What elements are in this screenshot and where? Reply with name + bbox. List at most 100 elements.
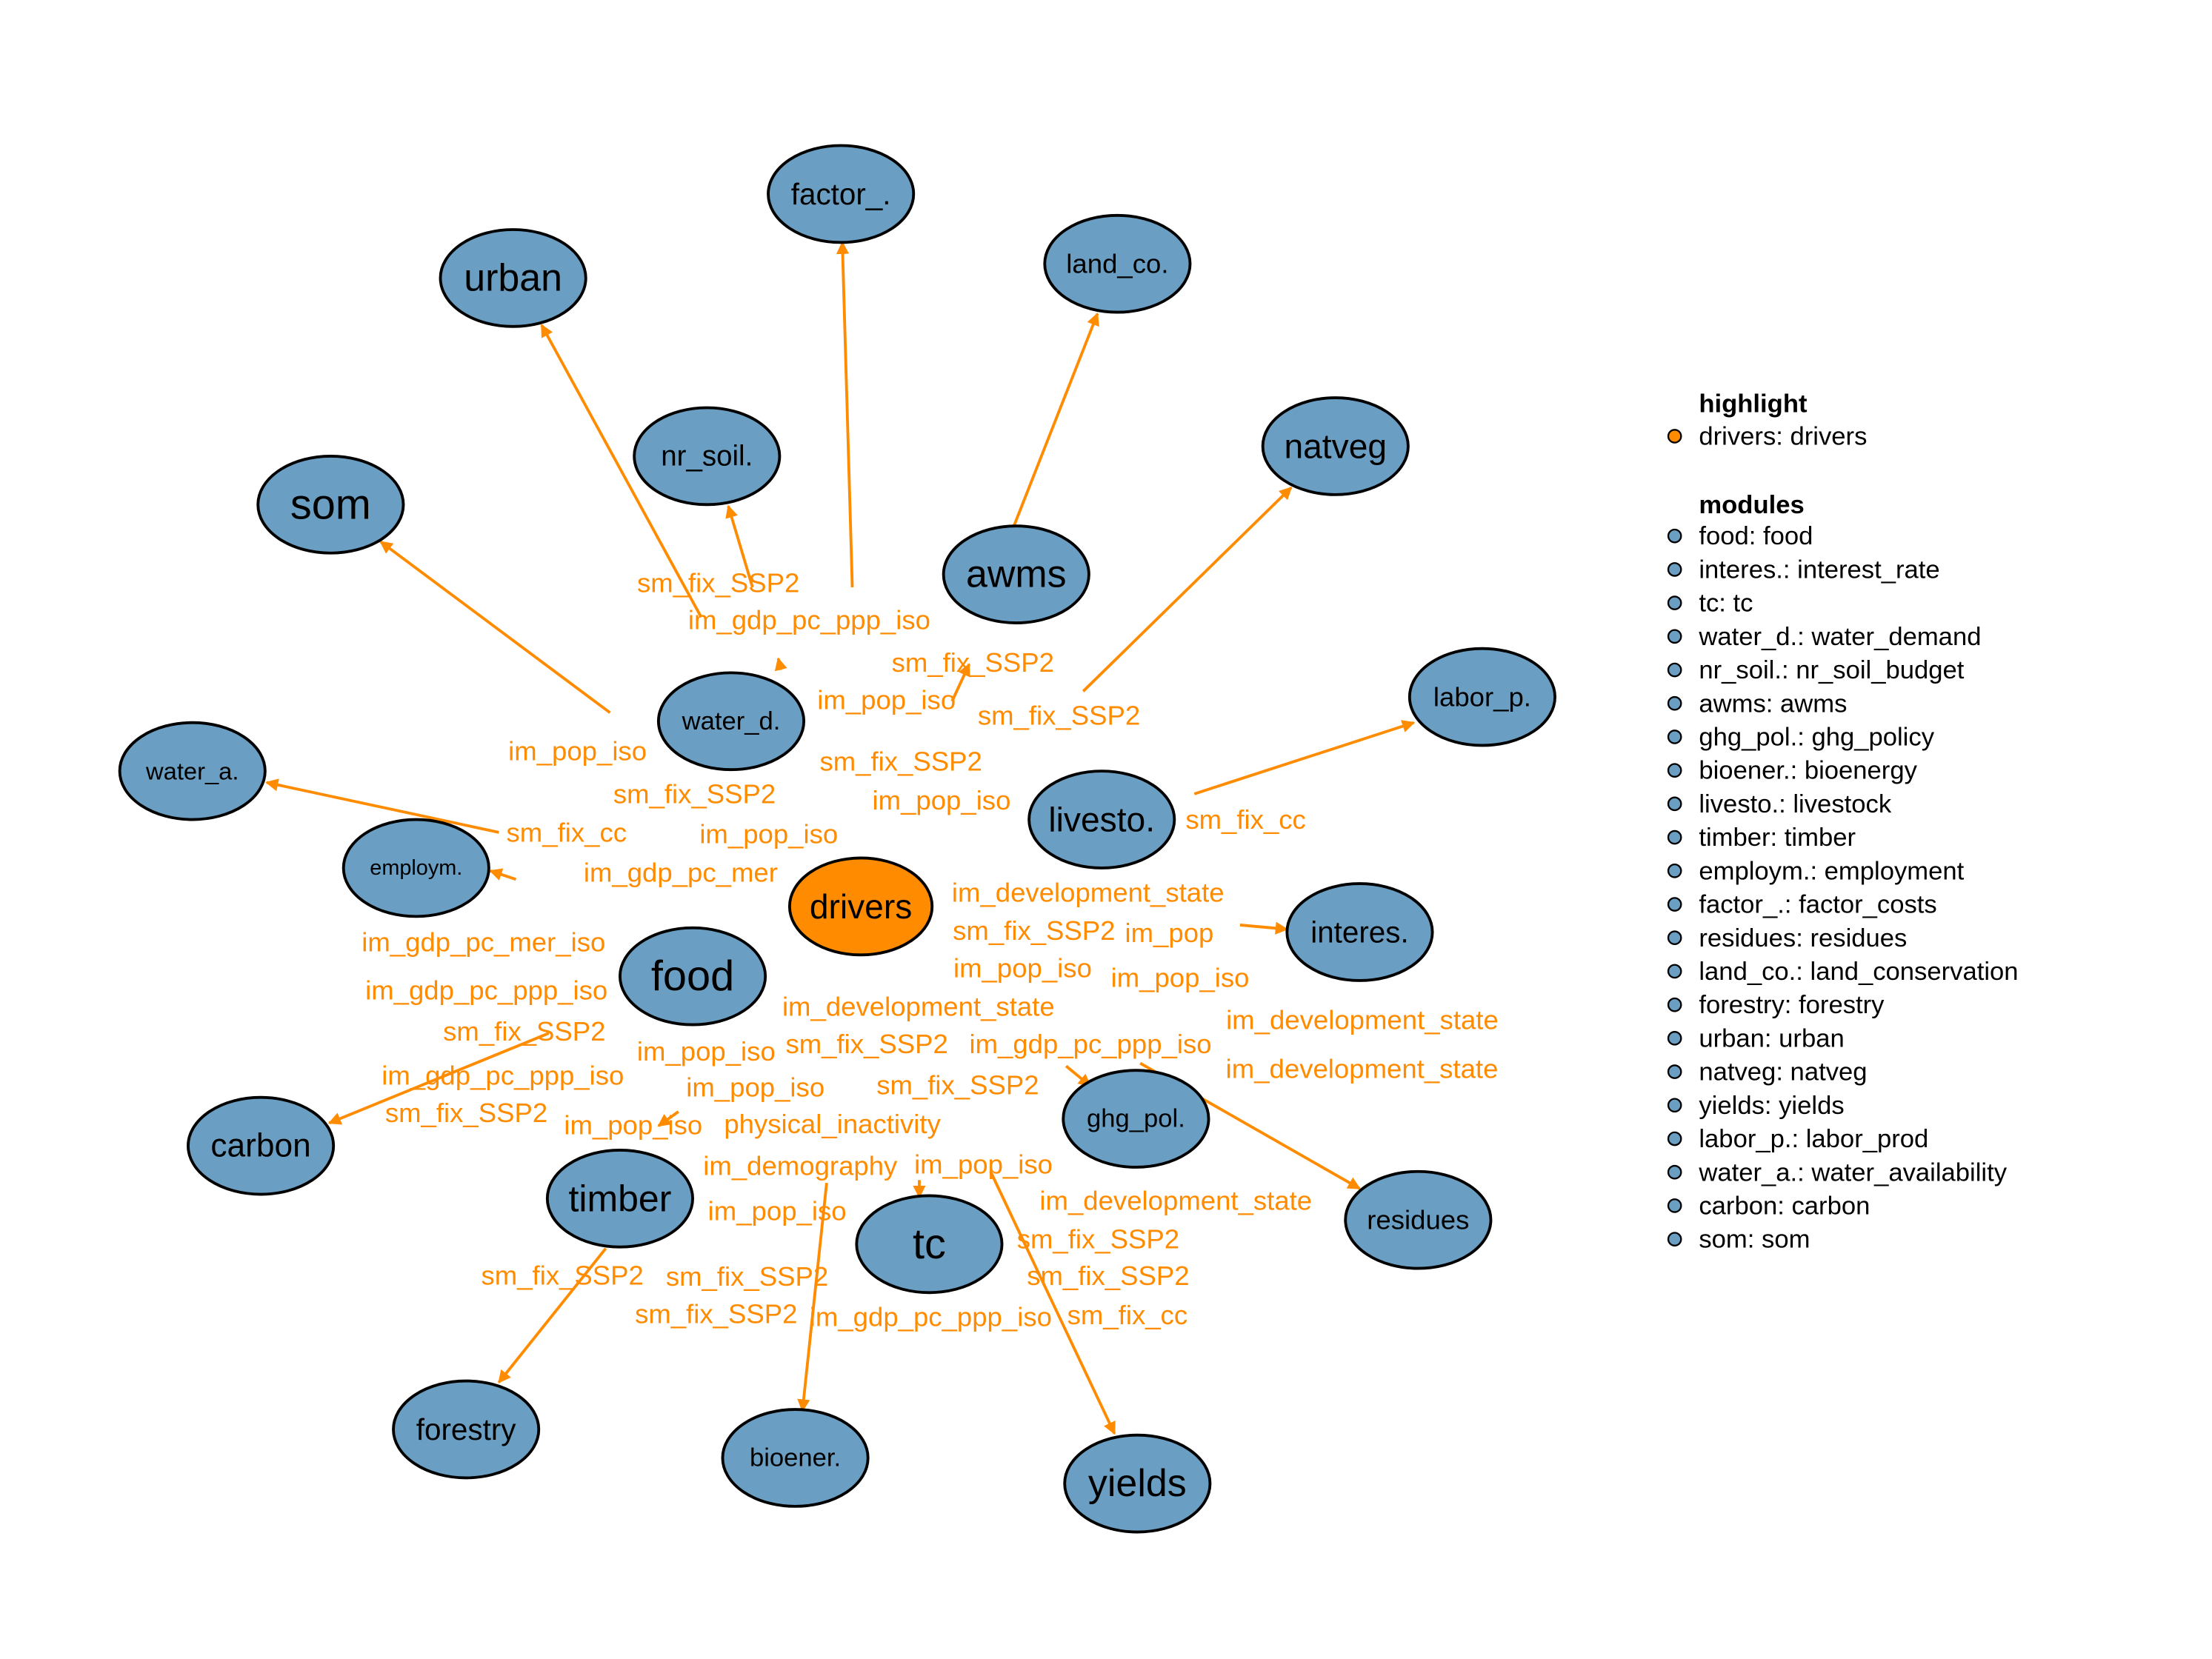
node-nr_soil[interactable]: nr_soil. bbox=[633, 406, 782, 507]
node-drivers[interactable]: drivers bbox=[787, 856, 934, 957]
legend-highlight-title: highlight bbox=[1699, 390, 1808, 418]
edge-label: im_pop_iso bbox=[699, 819, 838, 849]
legend-dot-icon bbox=[1667, 1131, 1682, 1146]
edge-label: sm_fix_SSP2 bbox=[1017, 1224, 1179, 1255]
edge-drivers-to-forestry bbox=[497, 1247, 607, 1383]
legend-dot-icon bbox=[1667, 1031, 1682, 1046]
edge-label: im_demography bbox=[703, 1151, 898, 1181]
node-residues[interactable]: residues bbox=[1344, 1169, 1493, 1270]
node-urban[interactable]: urban bbox=[439, 228, 587, 328]
node-employm[interactable]: employm. bbox=[342, 818, 490, 918]
edge-label: sm_fix_SSP2 bbox=[482, 1260, 644, 1290]
legend-dot-icon bbox=[1667, 595, 1682, 610]
node-interes[interactable]: interes. bbox=[1285, 882, 1434, 982]
legend-dot-icon bbox=[1667, 1064, 1682, 1079]
node-ellipse bbox=[767, 144, 916, 244]
node-natveg[interactable]: natveg bbox=[1261, 396, 1410, 496]
node-ellipse bbox=[619, 926, 767, 1027]
legend-item: water_a.: water_availability bbox=[1698, 1158, 2007, 1186]
node-label: awms bbox=[966, 553, 1067, 596]
node-water_d[interactable]: water_d. bbox=[656, 671, 806, 772]
legend-item: carbon: carbon bbox=[1699, 1192, 1870, 1220]
edge-label: im_gdp_pc_ppp_iso bbox=[810, 1301, 1052, 1332]
node-livesto[interactable]: livesto. bbox=[1027, 770, 1176, 869]
legend-item: employm.: employment bbox=[1699, 857, 1964, 885]
edge-drivers-to-natveg bbox=[1082, 486, 1293, 692]
node-ellipse bbox=[545, 1148, 694, 1249]
edge-label: sm_fix_SSP2 bbox=[876, 1069, 1039, 1100]
node-awms[interactable]: awms bbox=[942, 524, 1090, 624]
legend-item: yields: yields bbox=[1699, 1092, 1844, 1120]
legend-dot-icon bbox=[1667, 964, 1682, 979]
node-ellipse bbox=[342, 818, 490, 918]
node-labor_p[interactable]: labor_p. bbox=[1408, 647, 1556, 747]
node-carbon[interactable]: carbon bbox=[187, 1095, 336, 1196]
edge-drivers-to-water_d bbox=[774, 657, 787, 672]
legend-item: tc: tc bbox=[1699, 590, 1753, 618]
node-label: water_a. bbox=[145, 758, 239, 785]
legend-dot-icon bbox=[1667, 796, 1682, 812]
legend-item: som: som bbox=[1699, 1226, 1810, 1254]
edge-label: sm_fix_SSP2 bbox=[666, 1261, 828, 1292]
legend-item: ghg_pol.: ghg_policy bbox=[1699, 723, 1934, 751]
edge-label: physical_inactivity bbox=[724, 1109, 941, 1139]
legend-item: drivers: drivers bbox=[1699, 423, 1867, 451]
node-label: urban bbox=[464, 256, 562, 299]
edge-drivers-to-interes bbox=[1239, 921, 1289, 935]
node-ellipse bbox=[656, 671, 806, 772]
node-label: som bbox=[290, 481, 371, 528]
node-ellipse bbox=[392, 1379, 541, 1480]
legend-item: land_co.: land_conservation bbox=[1699, 958, 2018, 986]
edge-drivers-to-urban bbox=[540, 324, 703, 618]
edge-drivers-to-yields bbox=[989, 1170, 1116, 1435]
edge-label: im_pop bbox=[1125, 918, 1213, 948]
node-land_co[interactable]: land_co. bbox=[1043, 213, 1192, 314]
legend-item: timber: timber bbox=[1699, 824, 1856, 852]
node-water_a[interactable]: water_a. bbox=[118, 721, 267, 821]
edge-label: sm_fix_SSP2 bbox=[785, 1029, 947, 1059]
node-ellipse bbox=[942, 524, 1090, 624]
edge-label: sm_fix_SSP2 bbox=[613, 778, 776, 809]
node-bioener[interactable]: bioener. bbox=[721, 1408, 870, 1508]
node-label: drivers bbox=[810, 887, 913, 926]
edge-label: sm_fix_SSP2 bbox=[637, 568, 799, 598]
node-ellipse bbox=[1261, 396, 1410, 496]
legend-dot-icon bbox=[1667, 763, 1682, 778]
edge-label: sm_fix_SSP2 bbox=[892, 647, 1054, 678]
legend-item: livesto.: livestock bbox=[1699, 790, 1891, 818]
edge-drivers-to-bioener bbox=[797, 1182, 828, 1412]
node-tc[interactable]: tc bbox=[855, 1194, 1004, 1295]
node-som[interactable]: som bbox=[256, 454, 405, 555]
node-label: employm. bbox=[370, 856, 462, 880]
node-factor_[interactable]: factor_. bbox=[767, 144, 916, 244]
edge-drivers-to-factor_ bbox=[836, 241, 854, 587]
edge-label: im_pop_iso bbox=[637, 1036, 776, 1066]
node-label: livesto. bbox=[1048, 801, 1155, 839]
legend-dot-icon bbox=[1667, 629, 1682, 644]
edge-label: im_development_state bbox=[952, 878, 1225, 908]
node-ellipse bbox=[1063, 1433, 1212, 1534]
node-ellipse bbox=[1062, 1069, 1210, 1169]
node-yields[interactable]: yields bbox=[1063, 1433, 1212, 1534]
node-forestry[interactable]: forestry bbox=[392, 1379, 541, 1480]
node-timber[interactable]: timber bbox=[545, 1148, 694, 1249]
edge-drivers-to-carbon bbox=[327, 1032, 550, 1125]
legend-item: nr_soil.: nr_soil_budget bbox=[1699, 656, 1964, 684]
edge-label: im_pop_iso bbox=[1111, 962, 1250, 992]
edge-label: im_development_state bbox=[1226, 1005, 1499, 1035]
node-label: timber bbox=[568, 1178, 671, 1219]
node-food[interactable]: food bbox=[619, 926, 767, 1027]
node-label: residues bbox=[1367, 1205, 1469, 1235]
edge-label: sm_fix_SSP2 bbox=[635, 1298, 797, 1329]
legend-dot-icon bbox=[1667, 1198, 1682, 1213]
legend-dot-icon bbox=[1667, 562, 1682, 577]
node-ghg_pol[interactable]: ghg_pol. bbox=[1062, 1069, 1210, 1169]
node-ellipse bbox=[855, 1194, 1004, 1295]
edge-drivers-to-som bbox=[379, 540, 611, 714]
node-ellipse bbox=[1027, 770, 1176, 869]
edge-label: im_gdp_pc_ppp_iso bbox=[688, 604, 930, 635]
node-label: forestry bbox=[416, 1412, 516, 1446]
edge-label: im_pop_iso bbox=[873, 785, 1011, 815]
node-label: factor_. bbox=[791, 177, 891, 211]
edge-drivers-to-water_a bbox=[265, 778, 499, 834]
